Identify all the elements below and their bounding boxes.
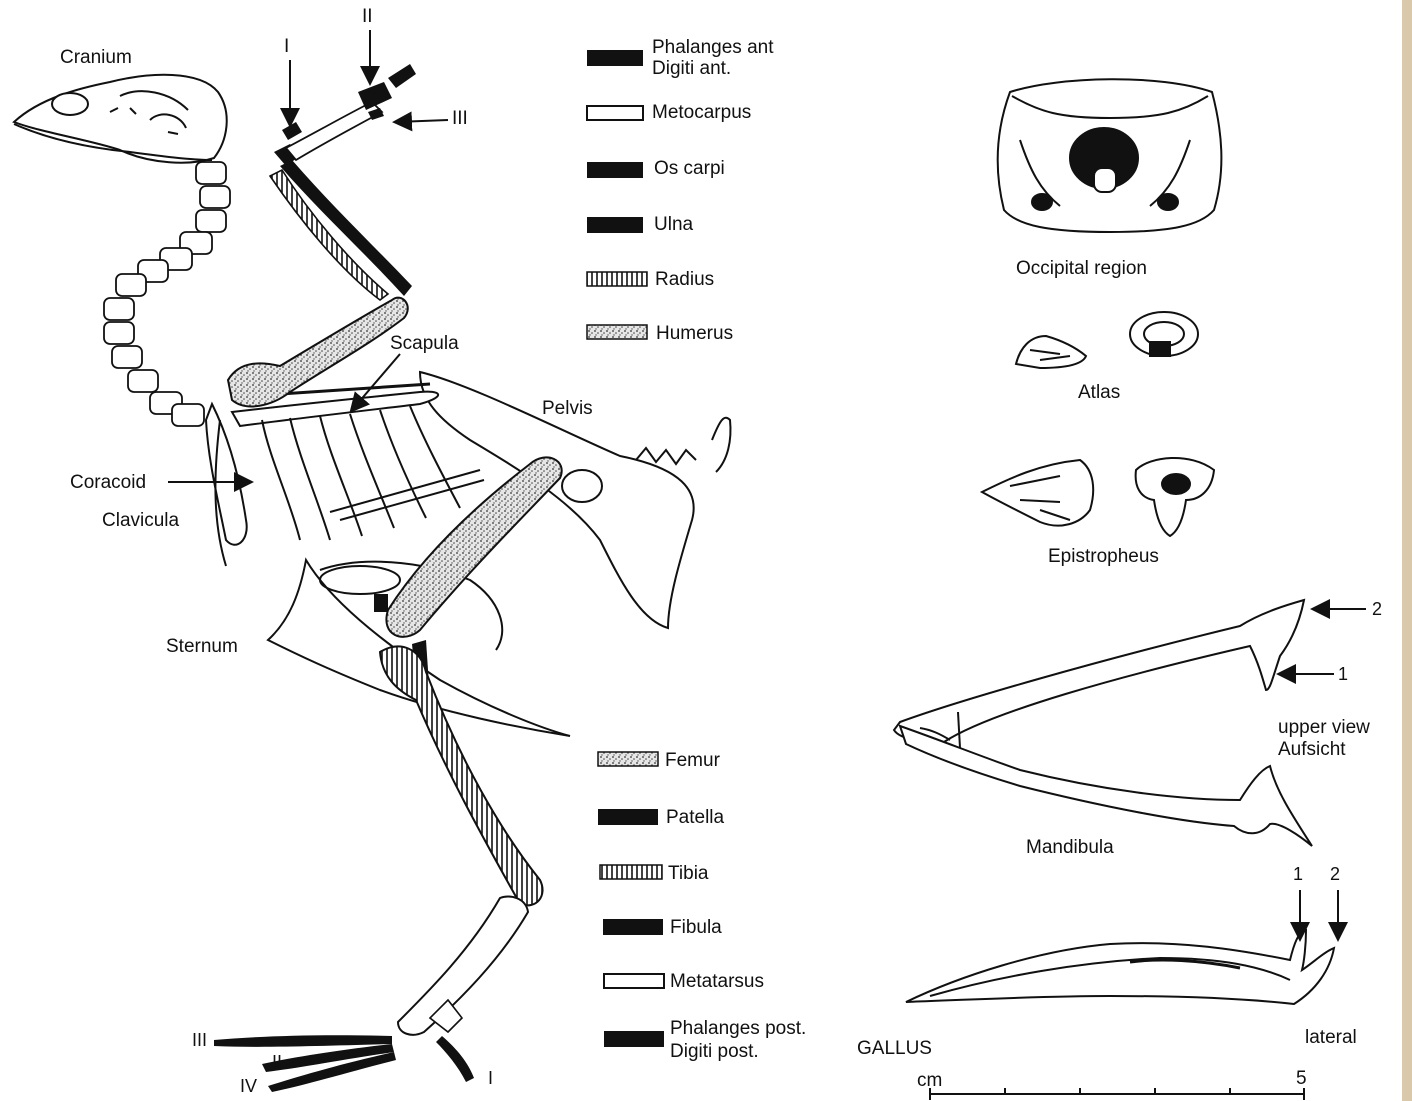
legend-patella: Patella: [666, 807, 725, 828]
legend-upper: Phalanges ant Digiti ant. Metocarpus Os …: [587, 37, 774, 344]
swatch-fibula: [603, 919, 663, 935]
label-digit-i: I: [284, 36, 289, 57]
mandibula-lateral-drawing: [906, 930, 1334, 1004]
swatch-ulna: [587, 217, 643, 233]
swatch-humerus: [587, 325, 647, 339]
swatch-metatarsus: [604, 974, 664, 988]
marker-1-upper: 1: [1338, 664, 1348, 684]
legend-phalanges-post-1: Phalanges post.: [670, 1018, 806, 1039]
legend-metacarpus: Metocarpus: [652, 102, 751, 123]
legend-radius: Radius: [655, 269, 714, 290]
page-edge: [1402, 0, 1412, 1101]
legend-humerus: Humerus: [656, 323, 733, 344]
marker-2-lateral: 2: [1330, 864, 1340, 884]
marker-2-upper: 2: [1372, 599, 1382, 619]
swatch-femur: [598, 752, 658, 766]
epistropheus-drawing: [982, 458, 1214, 536]
label-digit-iii: III: [452, 108, 468, 129]
legend-os-carpi: Os carpi: [654, 158, 725, 179]
label-clavicula: Clavicula: [102, 510, 180, 531]
label-toe-iii: III: [192, 1030, 207, 1050]
label-epistropheus: Epistropheus: [1048, 546, 1159, 567]
swatch-tibia: [600, 865, 662, 879]
legend-fibula: Fibula: [670, 917, 722, 938]
label-coracoid: Coracoid: [70, 472, 146, 493]
label-digit-ii: II: [362, 6, 373, 27]
occipital-drawing: [998, 79, 1222, 232]
cervical-vertebrae: [104, 162, 230, 426]
legend-lower: Femur Patella Tibia Fibula Metatarsus Ph…: [598, 750, 806, 1062]
mandibula-upper-drawing: [894, 600, 1312, 846]
swatch-metacarpus: [587, 106, 643, 120]
genus-label: GALLUS: [857, 1038, 932, 1059]
legend-metatarsus: Metatarsus: [670, 971, 764, 992]
scale-unit: cm: [917, 1070, 942, 1091]
marker-1-lateral: 1: [1293, 864, 1303, 884]
swatch-radius: [587, 272, 647, 286]
label-pelvis: Pelvis: [542, 398, 593, 419]
legend-ulna: Ulna: [654, 214, 694, 235]
label-atlas: Atlas: [1078, 382, 1120, 403]
legend-phalanges-ant-2: Digiti ant.: [652, 58, 731, 79]
label-mandibula: Mandibula: [1026, 837, 1114, 858]
label-toe-ii: II: [272, 1052, 282, 1072]
label-upper-view: upper view: [1278, 717, 1370, 738]
leg-bones: [214, 457, 562, 1092]
wing-bones: [228, 64, 416, 406]
atlas-drawing: [1016, 312, 1198, 368]
swatch-phalanges-post: [604, 1031, 664, 1047]
label-cranium: Cranium: [60, 47, 132, 68]
label-scapula: Scapula: [390, 333, 459, 354]
label-aufsicht: Aufsicht: [1278, 739, 1346, 760]
legend-femur: Femur: [665, 750, 721, 771]
label-occipital-region: Occipital region: [1016, 258, 1147, 279]
swatch-os-carpi: [587, 162, 643, 178]
scale-max: 5: [1296, 1068, 1307, 1089]
legend-tibia: Tibia: [668, 863, 709, 884]
legend-phalanges-ant-1: Phalanges ant: [652, 37, 774, 58]
swatch-phalanges-ant: [587, 50, 643, 66]
label-sternum: Sternum: [166, 636, 238, 657]
label-toe-i: I: [488, 1068, 493, 1088]
scale-bar: [930, 1088, 1304, 1100]
label-lateral: lateral: [1305, 1027, 1357, 1048]
label-toe-iv: IV: [240, 1076, 257, 1096]
cranium-drawing: [14, 75, 227, 163]
legend-phalanges-post-2: Digiti post.: [670, 1041, 759, 1062]
swatch-patella: [598, 809, 658, 825]
